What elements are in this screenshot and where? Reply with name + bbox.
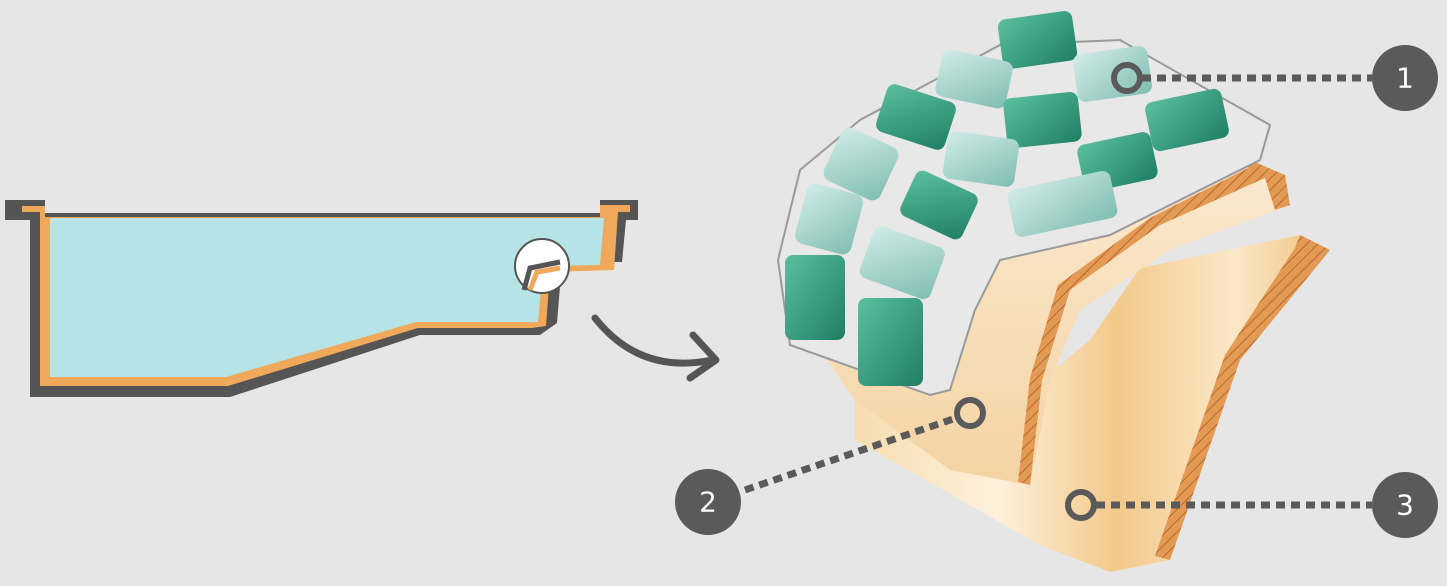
tile — [935, 49, 1013, 109]
callout-2: 2 — [675, 397, 986, 535]
callout-2-target-ring — [954, 397, 986, 429]
tile — [943, 131, 1019, 187]
callout-3-target-ring — [1065, 489, 1097, 521]
detail-highlight-edge — [527, 265, 561, 291]
tile — [1003, 91, 1082, 148]
callout-1-badge — [1372, 45, 1438, 111]
callout-3: 3 — [1065, 472, 1438, 538]
tile — [785, 255, 845, 340]
tile — [859, 226, 945, 300]
callout-2-label: 2 — [699, 486, 717, 519]
tile — [876, 84, 956, 150]
callout-1: 1 — [1111, 45, 1438, 111]
pool-cross-section — [5, 200, 638, 397]
pool-wall-structure — [855, 235, 1330, 572]
tile-surface — [785, 10, 1229, 386]
tile — [794, 183, 864, 255]
callout-3-badge — [1372, 472, 1438, 538]
callout-1-label: 1 — [1396, 62, 1414, 95]
tile — [997, 10, 1078, 69]
tile — [900, 170, 978, 240]
bedding-hatched-edge — [1018, 160, 1290, 485]
zoom-arrow — [591, 314, 720, 382]
leader-line-2 — [743, 414, 958, 494]
callout-3-label: 3 — [1396, 489, 1414, 522]
tile — [1007, 170, 1118, 237]
callout-2-badge — [675, 469, 741, 535]
tile — [1145, 88, 1229, 152]
wall-hatched-side — [1155, 235, 1330, 560]
tile — [858, 298, 923, 386]
pool-water — [50, 218, 604, 377]
tile — [823, 127, 899, 201]
callout-1-target-ring — [1111, 62, 1143, 94]
tile-edge-detail — [776, 10, 1330, 572]
